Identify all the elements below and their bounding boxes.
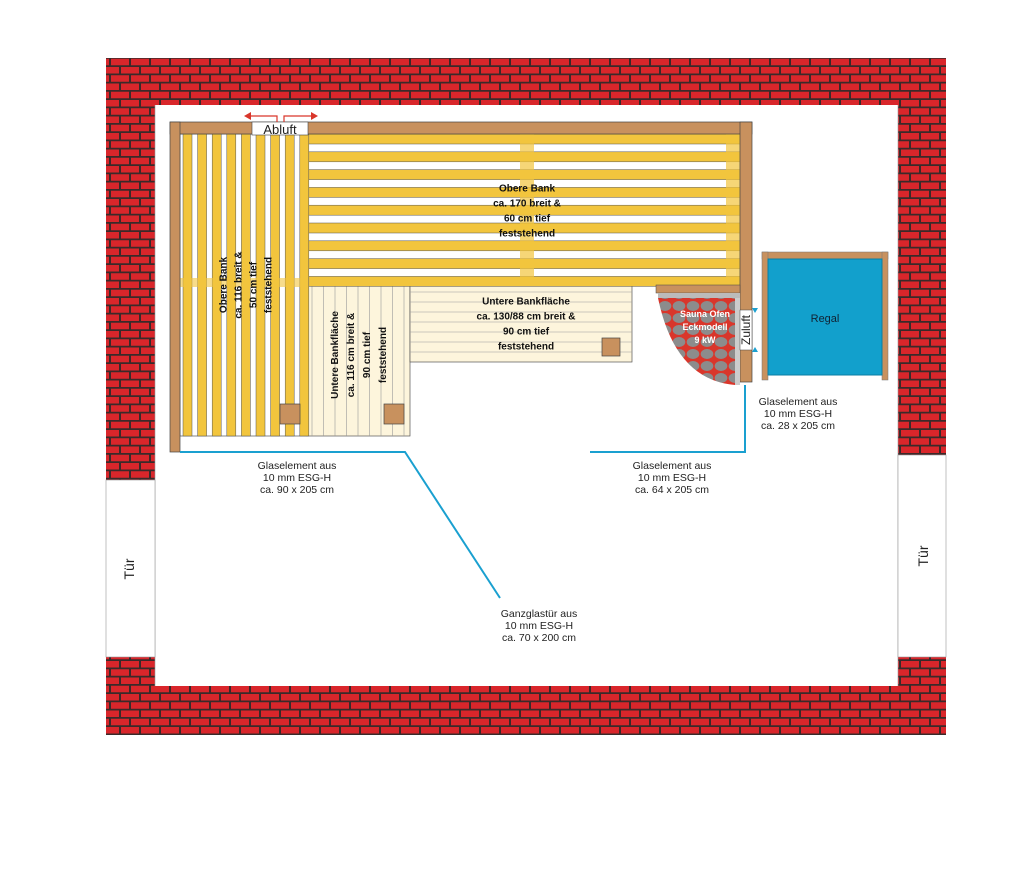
exhaust-vent: Abluft [244,112,318,137]
door-left-label: Tür [121,558,137,579]
glass-left-label-line: Glaselement aus [258,460,337,472]
lower-bench-mid-label: Untere Bankfläche ca. 130/88 cm breit & 90… [477,297,576,353]
oven-label-line: Eckmodell [682,322,727,332]
shelf-regal: Regal [761,251,889,381]
upper-bench-left-label-line: ca. 116 breit & [234,251,245,318]
top-wall [106,58,946,105]
upper-bench-top-label-line: 60 cm tief [504,214,551,225]
support-post [279,403,301,425]
wood-frame [169,121,753,453]
glass-door-label-line: ca. 70 x 200 cm [502,632,576,644]
glass-door-label-line: Ganzglastür aus [501,608,577,620]
glass-left-label-line: 10 mm ESG-H [263,472,331,484]
upper-bench-left-label-line: Obere Bank [219,256,230,313]
door-right[interactable]: Tür [897,454,947,658]
glass-door-label-line: 10 mm ESG-H [505,620,573,632]
supply-label: Zuluft [739,314,753,345]
lower-bench-mid-label-line: ca. 130/88 cm breit & [477,312,576,323]
lower-bench-mid-label-line: Untere Bankfläche [482,297,570,308]
glass-mid-label-line: 10 mm ESG-H [638,472,706,484]
right-wall-upper [898,105,946,455]
oven-label-line: Sauna Ofen [680,309,730,319]
support-post [383,403,405,425]
upper-bench-left-label: Obere Bank ca. 116 breit & 50 cm tief fests… [219,251,275,318]
right-wall-lower [898,657,946,735]
lower-bench-mid-label-line: feststehend [498,342,554,353]
glass-elements [180,385,746,599]
lower-bench-left-label-line: 90 cm tief [362,331,373,378]
oven-label-line: 9 kW [694,335,716,345]
glass-left-label-line: ca. 90 x 205 cm [260,484,334,496]
glass-right-label-line: 10 mm ESG-H [764,408,832,420]
glass-left-and-door [180,451,501,599]
door-left[interactable]: Tür [105,479,156,658]
lower-bench-left-label-line: Untere Bankfläche [330,311,341,399]
supply-vent: Zuluft [739,308,758,352]
upper-bench-left-label-line: 50 cm tief [249,261,260,308]
exhaust-label: Abluft [263,122,297,137]
sauna-oven [658,293,740,385]
glass-mid-label-line: Glaselement aus [633,460,712,472]
upper-bench-left-label-line: feststehend [264,257,275,313]
glass-mid-label-line: ca. 64 x 205 cm [635,484,709,496]
upper-bench-top-label-line: feststehend [499,229,555,240]
glass-mid-and-right [590,385,746,453]
upper-bench-top-label: Obere Bank ca. 170 breit & 60 cm tief fests… [493,184,561,240]
support-post [601,337,621,357]
lower-bench-left-label-line: ca. 116 cm breit & [346,313,357,398]
left-wall-upper [106,105,155,480]
upper-bench-top-label-line: ca. 170 breit & [493,199,561,210]
shelf-label: Regal [811,313,840,325]
lower-bench-left-label-line: feststehend [378,327,389,383]
upper-bench-left [179,133,310,437]
upper-bench-top-label-line: Obere Bank [499,184,556,195]
left-wall-lower [106,657,155,735]
door-right-label: Tür [915,545,931,566]
bottom-wall [155,686,898,735]
glass-right-label-line: ca. 28 x 205 cm [761,420,835,432]
lower-bench-left-label: Untere Bankfläche ca. 116 cm breit & 90 cm… [330,311,389,399]
lower-bench-middle [409,284,633,363]
glass-right-label-line: Glaselement aus [759,396,838,408]
lower-bench-mid-label-line: 90 cm tief [503,327,550,338]
upper-bench-top [306,133,741,287]
